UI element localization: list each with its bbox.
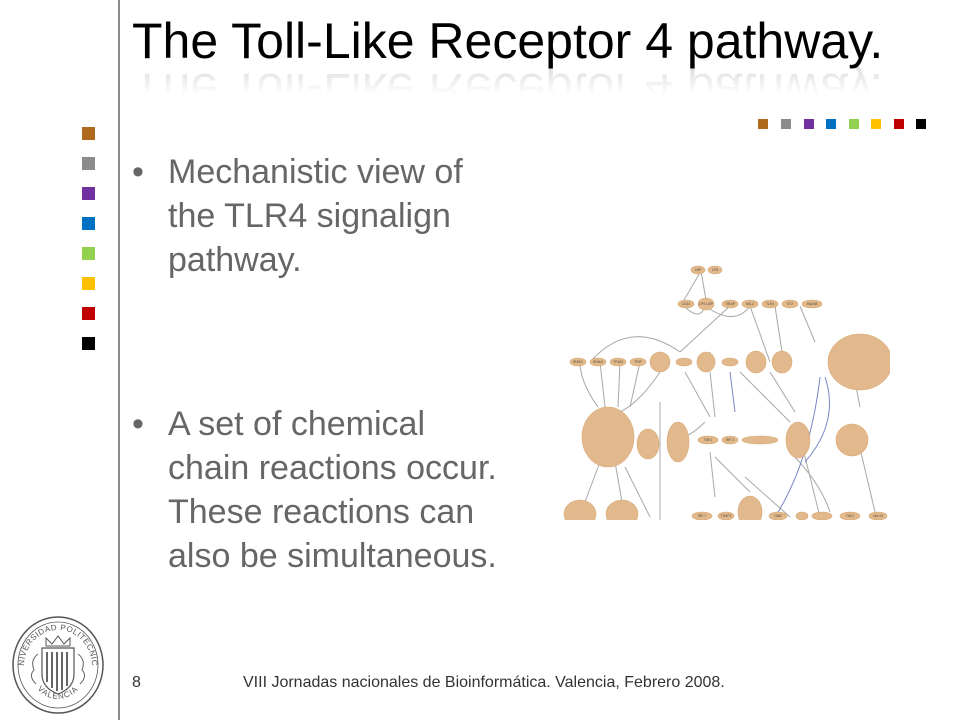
diagram-node-label: LPS LBP [699, 302, 713, 306]
diagram-node-label: IRF-7 [698, 514, 707, 518]
university-seal-logo: UNIVERSIDAD POLITECNICA VALENCIA [7, 607, 106, 716]
color-square [758, 119, 768, 129]
vertical-divider [118, 0, 120, 720]
diagram-node-label: Ubc13 [873, 514, 883, 518]
diagram-node-label: TLR4 [766, 302, 774, 306]
diagram-node-label: LBP [695, 268, 702, 272]
bullet-item: • Mechanistic view of the TLR4 signalign… [132, 150, 502, 282]
diagram-node-label: MyD88 [807, 302, 818, 306]
diagram-node-label: TRIF [634, 360, 642, 364]
diagram-node-label: CD14 [682, 302, 691, 306]
color-square [916, 119, 926, 129]
diagram-node-label: TIRAP [725, 302, 736, 306]
color-square [781, 119, 791, 129]
slide-title: The Toll-Like Receptor 4 pathway. [132, 13, 884, 69]
color-square [82, 157, 95, 170]
color-square [82, 127, 95, 140]
color-square [82, 247, 95, 260]
tlr4-pathway-diagram: LBP LPS CD14 LPS LBP TIRAP MD-2 TLR4 ST2… [560, 262, 890, 522]
footer-text: VIII Jornadas nacionales de Bioinformáti… [243, 674, 725, 691]
bullet-glyph: • [132, 153, 144, 191]
diagram-node-label: LPS [712, 268, 719, 272]
slide-number: 8 [132, 674, 141, 691]
color-square [894, 119, 904, 129]
diagram-node-label: TBK1 [704, 438, 713, 442]
color-square [82, 217, 95, 230]
color-square [82, 277, 95, 290]
color-square [871, 119, 881, 129]
bullet-text: Mechanistic view of the TLR4 signalign p… [168, 153, 463, 279]
diagram-node-label: IRF-3 [726, 438, 735, 442]
diagram-node-label: TRAF6 [721, 514, 732, 518]
color-square [82, 307, 95, 320]
diagram-node-label: TAK1 [846, 514, 854, 518]
diagram-node-label: TAB2 [774, 514, 782, 518]
bullet-item: • A set of chemical chain reactions occu… [132, 402, 502, 578]
diagram-node-label: MD-2 [746, 302, 754, 306]
slide-title-reflection: The Toll-Like Receptor 4 pathway. [132, 64, 884, 119]
color-square [849, 119, 859, 129]
color-square [82, 337, 95, 350]
diagram-node-label: IRAK4 [593, 360, 603, 364]
color-square [826, 119, 836, 129]
diagram-node-label: IRAK1 [573, 360, 583, 364]
bullet-glyph: • [132, 405, 144, 443]
diagram-node-label: TRAM [613, 360, 623, 364]
bullet-text: A set of chemical chain reactions occur.… [168, 405, 497, 575]
title-area: The Toll-Like Receptor 4 pathway. The To… [132, 2, 952, 119]
color-square [804, 119, 814, 129]
color-square [82, 187, 95, 200]
svg-text:VALENCIA: VALENCIA [36, 684, 80, 701]
diagram-node-label: ST2 [787, 302, 793, 306]
